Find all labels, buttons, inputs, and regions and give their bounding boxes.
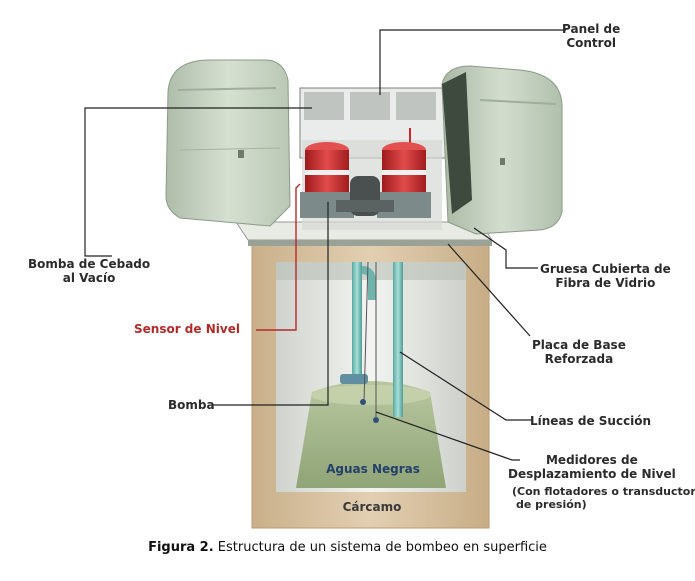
label-placa-de-base-line2: Reforzada bbox=[544, 352, 614, 366]
label-bomba: Bomba bbox=[168, 398, 215, 412]
label-panel-de-control-line1: Panel de bbox=[562, 22, 621, 36]
caption-figure-number: Figura 2. bbox=[148, 540, 214, 555]
label-medidores-note: (Con flotadores o transductor de presión… bbox=[512, 485, 695, 511]
label-bomba-de-cebado-line1: Bomba de Cebado bbox=[28, 257, 151, 271]
left-fiberglass-cover bbox=[165, 59, 291, 227]
leader-lines bbox=[84, 29, 566, 461]
label-bomba-de-cebado-line2: al Vacío bbox=[62, 271, 116, 285]
figure-caption: Figura 2. Estructura de un sistema de bo… bbox=[0, 540, 695, 555]
label-bomba-de-cebado: Bomba de Cebado al Vacío bbox=[28, 257, 150, 285]
label-medidores-note-line2: de presión) bbox=[516, 498, 587, 511]
label-panel-de-control-line2: Control bbox=[566, 36, 616, 50]
label-lineas-de-succion: Líneas de Succión bbox=[530, 414, 652, 428]
level-floats bbox=[360, 261, 379, 423]
discharge-pipe bbox=[336, 176, 394, 216]
label-placa-de-base-line1: Placa de Base bbox=[532, 338, 626, 352]
label-medidores-line2: Desplazamiento de Nivel bbox=[508, 467, 676, 481]
label-medidores: Medidores de Desplazamiento de Nivel bbox=[508, 453, 676, 481]
vacuum-priming-pump-left bbox=[300, 142, 354, 218]
label-panel-de-control: Panel de Control bbox=[562, 22, 620, 50]
label-medidores-line1: Medidores de bbox=[545, 453, 638, 467]
caption-text: Estructura de un sistema de bombeo en su… bbox=[213, 540, 547, 555]
label-placa-de-base: Placa de Base Reforzada bbox=[532, 338, 626, 366]
right-fiberglass-cover bbox=[441, 65, 563, 235]
label-carcamo: Cárcamo bbox=[342, 500, 402, 514]
label-gruesa-cubierta-line1: Gruesa Cubierta de bbox=[540, 262, 671, 276]
label-aguas-negras: Aguas Negras bbox=[326, 462, 420, 476]
label-gruesa-cubierta: Gruesa Cubierta de Fibra de Vidrio bbox=[540, 262, 671, 290]
label-sensor-de-nivel: Sensor de Nivel bbox=[134, 322, 240, 336]
label-gruesa-cubierta-line2: Fibra de Vidrio bbox=[555, 276, 656, 290]
sensor-line bbox=[256, 183, 301, 331]
label-medidores-note-line1: (Con flotadores o transductor bbox=[512, 485, 695, 498]
suction-lines bbox=[340, 262, 403, 417]
vacuum-priming-pump-right bbox=[377, 142, 431, 218]
